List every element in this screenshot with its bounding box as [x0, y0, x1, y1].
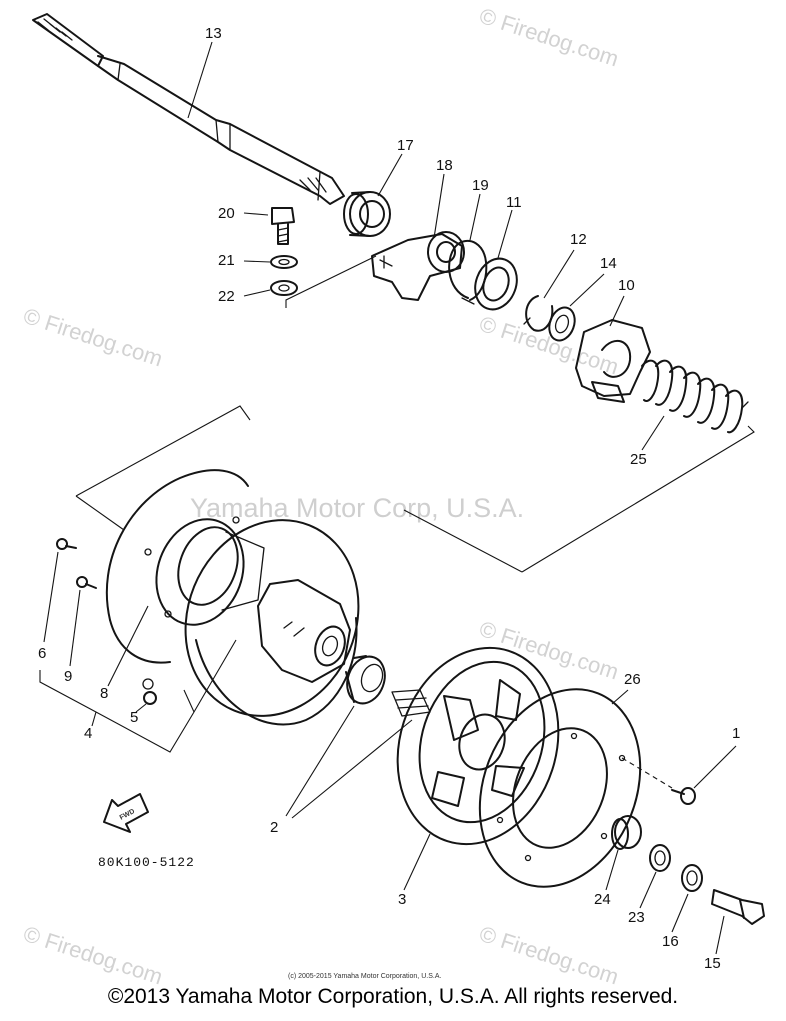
leader-line	[285, 705, 413, 819]
watermark-center: Yamaha Motor Corp, U.S.A.	[190, 493, 524, 523]
fixed-sheave	[184, 519, 360, 726]
leader-line	[243, 212, 269, 216]
callout-21: 21	[218, 252, 235, 269]
leader-line	[135, 703, 147, 713]
collar	[142, 678, 157, 705]
bearing-holder	[371, 231, 465, 301]
watermark-site: © Firedog.com	[476, 921, 621, 989]
assembly-line	[621, 757, 673, 789]
callout-2: 26	[624, 671, 641, 688]
bearing	[343, 191, 391, 237]
copyright-notice: ©2013 Yamaha Motor Corporation, U.S.A. A…	[107, 985, 679, 1008]
watermark-site: © Firedog.com	[20, 303, 165, 371]
callout-6: 6	[38, 645, 46, 662]
watermark-site: © Firedog.com	[476, 3, 621, 71]
callout-24: 24	[594, 891, 611, 908]
callout-8: 8	[100, 685, 108, 702]
shoulder-bolt	[711, 889, 765, 925]
leader-line	[641, 415, 665, 451]
plain-washer	[270, 280, 298, 296]
watermark-site: © Firedog.com	[476, 311, 621, 379]
callout-13: 13	[205, 25, 222, 42]
cover-screw	[671, 787, 696, 805]
bracket-line	[39, 639, 237, 753]
leader-line	[639, 871, 657, 909]
spider-hub	[391, 646, 560, 846]
callout-10: 10	[618, 277, 635, 294]
callout-26: 2	[270, 819, 278, 836]
callout-3: 1	[732, 725, 740, 742]
callout-4: 4	[84, 725, 92, 742]
leader-line	[433, 173, 445, 239]
assembly-line	[75, 405, 755, 573]
callout-16: 16	[662, 933, 679, 950]
watermark-site: © Firedog.com	[20, 921, 165, 989]
thrust-washer	[548, 306, 576, 342]
forward-arrow-icon: FWD	[103, 793, 149, 833]
screw	[56, 538, 77, 550]
spring	[641, 359, 749, 434]
leader-line	[611, 689, 629, 705]
leader-line	[671, 893, 689, 933]
leader-line	[107, 605, 149, 687]
callout-14: 14	[600, 255, 617, 272]
part-code: 80K100-5122	[98, 855, 195, 870]
leader-line	[469, 193, 481, 241]
callout-1: 3	[398, 891, 406, 908]
leader-line	[243, 289, 271, 297]
lock-washer	[270, 255, 298, 269]
callout-23: 23	[628, 909, 645, 926]
callout-15: 15	[704, 955, 721, 972]
callout-22: 22	[218, 288, 235, 305]
leader-line	[377, 153, 403, 197]
roller	[611, 815, 642, 850]
leader-line	[43, 551, 59, 643]
callout-5: 5	[130, 709, 138, 726]
callout-9: 9	[64, 668, 72, 685]
leader-line	[187, 41, 213, 119]
washer	[474, 257, 518, 311]
leader-line	[69, 589, 81, 667]
leader-line	[543, 249, 575, 299]
bolt	[271, 207, 295, 245]
leader-line	[403, 833, 431, 891]
cover-plate	[478, 688, 642, 888]
callout-20: 20	[218, 205, 235, 222]
leader-line	[715, 915, 725, 955]
shaft	[32, 13, 345, 205]
assembly-line	[285, 255, 377, 308]
leader-line	[609, 295, 625, 327]
leader-line	[497, 209, 513, 259]
callout-18: 18	[436, 157, 453, 174]
bushing	[345, 655, 386, 705]
bolt-washer	[681, 864, 703, 892]
fine-print: (c) 2005-2015 Yamaha Motor Corporation, …	[288, 973, 441, 980]
leader-line	[605, 849, 619, 891]
leader-line	[693, 745, 737, 789]
screw	[76, 576, 97, 589]
sliding-sheave	[105, 469, 265, 664]
leader-line	[243, 260, 271, 263]
leader-line	[569, 273, 605, 307]
callout-17: 17	[397, 137, 414, 154]
roller-washer	[649, 844, 671, 872]
callout-25: 25	[630, 451, 647, 468]
spring-seat	[575, 319, 651, 403]
watermark-site: © Firedog.com	[476, 616, 621, 684]
callout-12: 12	[570, 231, 587, 248]
callout-11: 11	[506, 194, 522, 211]
callout-19: 19	[472, 177, 489, 194]
